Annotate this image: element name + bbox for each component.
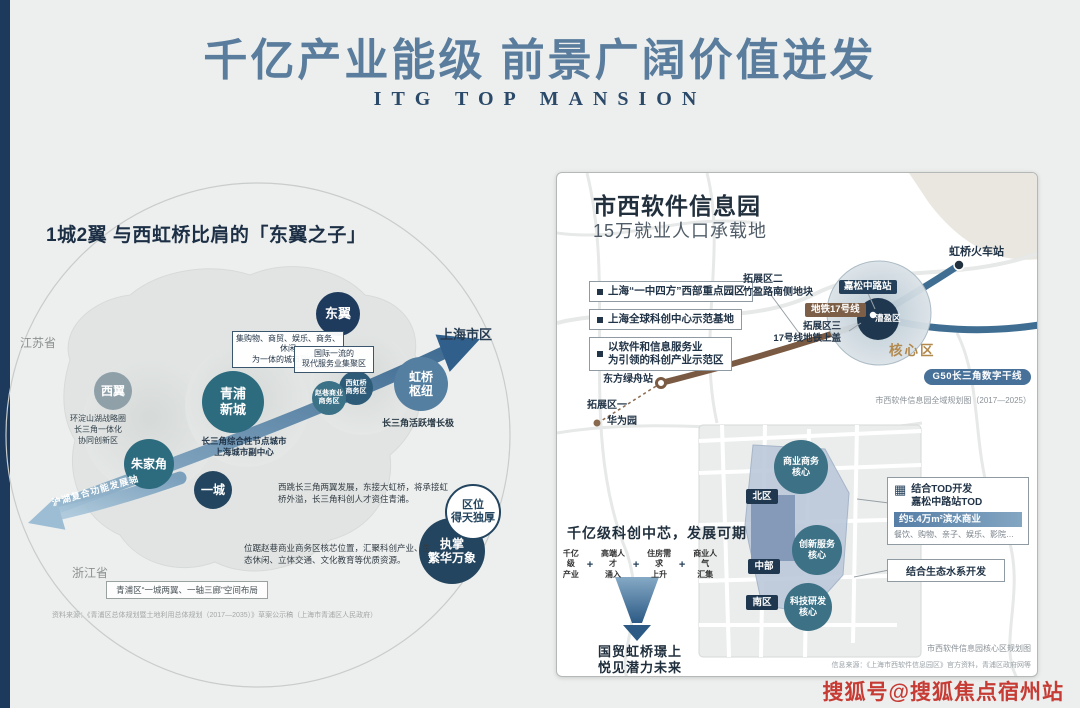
jiangsu-label: 江苏省 xyxy=(20,336,57,350)
west-wing-note: 环淀山湖战略圈 长三角一体化 协同创新区 xyxy=(70,414,126,445)
expansion-zone1-label: 拓展区一 xyxy=(587,400,627,411)
bullet-box-3: 以软件和信息服务业 为引领的科创产业示范区 xyxy=(589,337,732,372)
east-link-paragraph: 西跳长三角两翼发展，东接大虹桥，将承接虹桥外溢，长三角科创人才资住青浦。 xyxy=(278,482,449,504)
tod-detail: 餐饮、购物、亲子、娱乐、影院… xyxy=(894,530,1014,540)
grid-icon: ▦ xyxy=(894,482,907,497)
value-flow-row: 千亿级 产业 + 高端人才 涌入 + 住房需求 上升 + 商业人气 汇集 xyxy=(559,549,721,580)
bullet-square-icon xyxy=(597,316,603,323)
tod-subtitle: 嘉松中路站TOD xyxy=(911,497,983,508)
flow-item: 高端人才 涌入 xyxy=(601,549,625,579)
core-area-label: 核心区 xyxy=(889,343,936,358)
node-zhujiajiao: 朱家角 xyxy=(124,439,174,489)
connector-lines xyxy=(770,290,890,578)
tech-core-circle: 科技研发 核心 xyxy=(784,583,832,631)
core-position-paragraph: 位踞赵巷商业商务区核芯位置，汇聚科创产业、生态休闲、立体交通、文化教育等优质资源… xyxy=(244,543,432,565)
middle-zone-badge: 中部 xyxy=(748,559,780,574)
innovation-core-circle: 创新服务 核心 xyxy=(792,525,842,575)
tod-highlight: 约5.4万m²滨水商业 xyxy=(894,512,1022,528)
left-source-line: 资料来源：《青浦区总体规划暨土地利用总体规划（2017—2035）》草案公示稿（… xyxy=(52,612,378,619)
right-source-line: 信息来源：《上海市西软件信息园区》官方资料，青浦区政府网等 xyxy=(831,662,1032,669)
bullet-square-icon xyxy=(597,288,603,295)
plus-icon: + xyxy=(586,558,594,571)
page-title: 千亿产业能级 前景广阔价值迸发 xyxy=(203,36,877,85)
node-west-wing: 西翼 xyxy=(94,372,132,410)
growth-pole-note: 长三角活跃增长极 xyxy=(382,418,455,428)
caoying-area-label: 漕盈区 xyxy=(875,313,901,323)
node-east-wing: 东翼 xyxy=(316,292,360,336)
hongqiao-station-dot xyxy=(953,259,965,271)
slogan-line2: 悦见潜力未来 xyxy=(597,660,682,675)
jiasong-station-dot xyxy=(867,309,879,321)
tod-info-box: ▦ 结合TOD开发 嘉松中路站TOD 约5.4万m²滨水商业 餐饮、购物、亲子、… xyxy=(887,477,1029,546)
huhu-axis-arrowhead xyxy=(28,497,66,530)
boundary-circle xyxy=(5,182,511,688)
dongfanglvzhou-station-label: 东方绿舟站 xyxy=(603,374,653,385)
plan-caption: 市西软件信息园全域规划图（2017—2025） xyxy=(875,396,1031,405)
card-title: 市西软件信息园 xyxy=(593,193,761,219)
dongfanglvzhou-station-dot xyxy=(655,377,667,389)
node-zhaoxiang-cbd: 赵巷商业 商务区 xyxy=(312,381,346,415)
bullet-box-1: 上海“一中四方”西部重点园区 xyxy=(589,281,753,303)
biz-core-circle: 商业商务 核心 xyxy=(774,440,828,494)
flow-item: 商业人气 汇集 xyxy=(693,549,718,579)
page-subtitle: ITG TOP MANSION xyxy=(373,88,707,110)
north-zone-badge: 北区 xyxy=(746,489,778,504)
metro-line17-label: 地铁17号线 xyxy=(805,303,866,317)
card-subtitle: 15万就业人口承载地 xyxy=(593,221,768,241)
watermark-sohu: 搜狐号@搜狐焦点宿州站 xyxy=(822,681,1064,704)
eco-water-box: 结合生态水系开发 xyxy=(887,559,1005,582)
left-edge-bar xyxy=(0,0,10,708)
left-diagram-title: 1城2翼 与西虹桥比肩的「东翼之子」 xyxy=(46,225,367,246)
plus-icon: + xyxy=(678,558,686,571)
node-qingpu-newtown: 青浦 新城 xyxy=(202,371,264,433)
expansion-zone2-label: 拓展区二 竹盈路南侧地块 xyxy=(743,274,813,298)
spatial-layout-box: 青浦区“一城两翼、一轴三廊”空间布局 xyxy=(106,581,268,599)
huawei-park-label: 华为园 xyxy=(607,416,637,427)
intl-service-note: 国际一流的 现代服务业集聚区 xyxy=(294,346,374,373)
slogan-line1: 国贸虹桥璟上 xyxy=(597,644,682,659)
expansion-zone3-label: 拓展区三 17号线地铁上盖 xyxy=(773,321,841,345)
bullet-box-2: 上海全球科创中心示范基地 xyxy=(589,309,742,331)
funnel-arrowhead xyxy=(623,625,651,641)
hongqiao-station-label: 虹桥火车站 xyxy=(949,246,1004,258)
huawei-dot xyxy=(593,419,601,427)
tod-block xyxy=(751,495,795,561)
south-zone-badge: 南区 xyxy=(746,595,778,610)
plus-icon: + xyxy=(632,558,640,571)
one-city-note: 长三角综合性节点城市 上海城市副中心 xyxy=(201,436,287,458)
zhejiang-label: 浙江省 xyxy=(72,566,109,580)
shanghai-label: 上海市区 xyxy=(440,327,493,342)
huhu-axis-arrow xyxy=(54,471,187,520)
section-title: 千亿级科创中芯，发展可期 xyxy=(567,525,747,541)
jiasong-station-label: 嘉松中路站 xyxy=(839,280,897,294)
badge-location: 区位 得天独厚 xyxy=(445,484,501,540)
development-axis-arrow xyxy=(48,346,450,515)
hongqiao-urban-area xyxy=(909,173,1037,260)
jiasong-tod-circle xyxy=(857,298,899,340)
funnel-shape xyxy=(615,577,659,623)
software-park-card: 市西软件信息园 15万就业人口承载地 上海“一中四方”西部重点园区 上海全球科创… xyxy=(556,172,1038,677)
bullet-square-icon xyxy=(597,351,603,358)
node-one-city: 一城 xyxy=(194,471,232,509)
flow-item: 住房需求 上升 xyxy=(647,549,672,579)
g50-badge: G50长三角数字干线 xyxy=(923,369,1031,385)
core-plan-caption: 市西软件信息园核心区规划图 xyxy=(927,644,1031,653)
development-axis-arrowhead xyxy=(435,334,480,372)
tod-title: 结合TOD开发 xyxy=(911,484,973,495)
flow-item: 千亿级 产业 xyxy=(562,549,579,579)
node-hongqiao-hub: 虹桥 枢纽 xyxy=(394,357,448,411)
